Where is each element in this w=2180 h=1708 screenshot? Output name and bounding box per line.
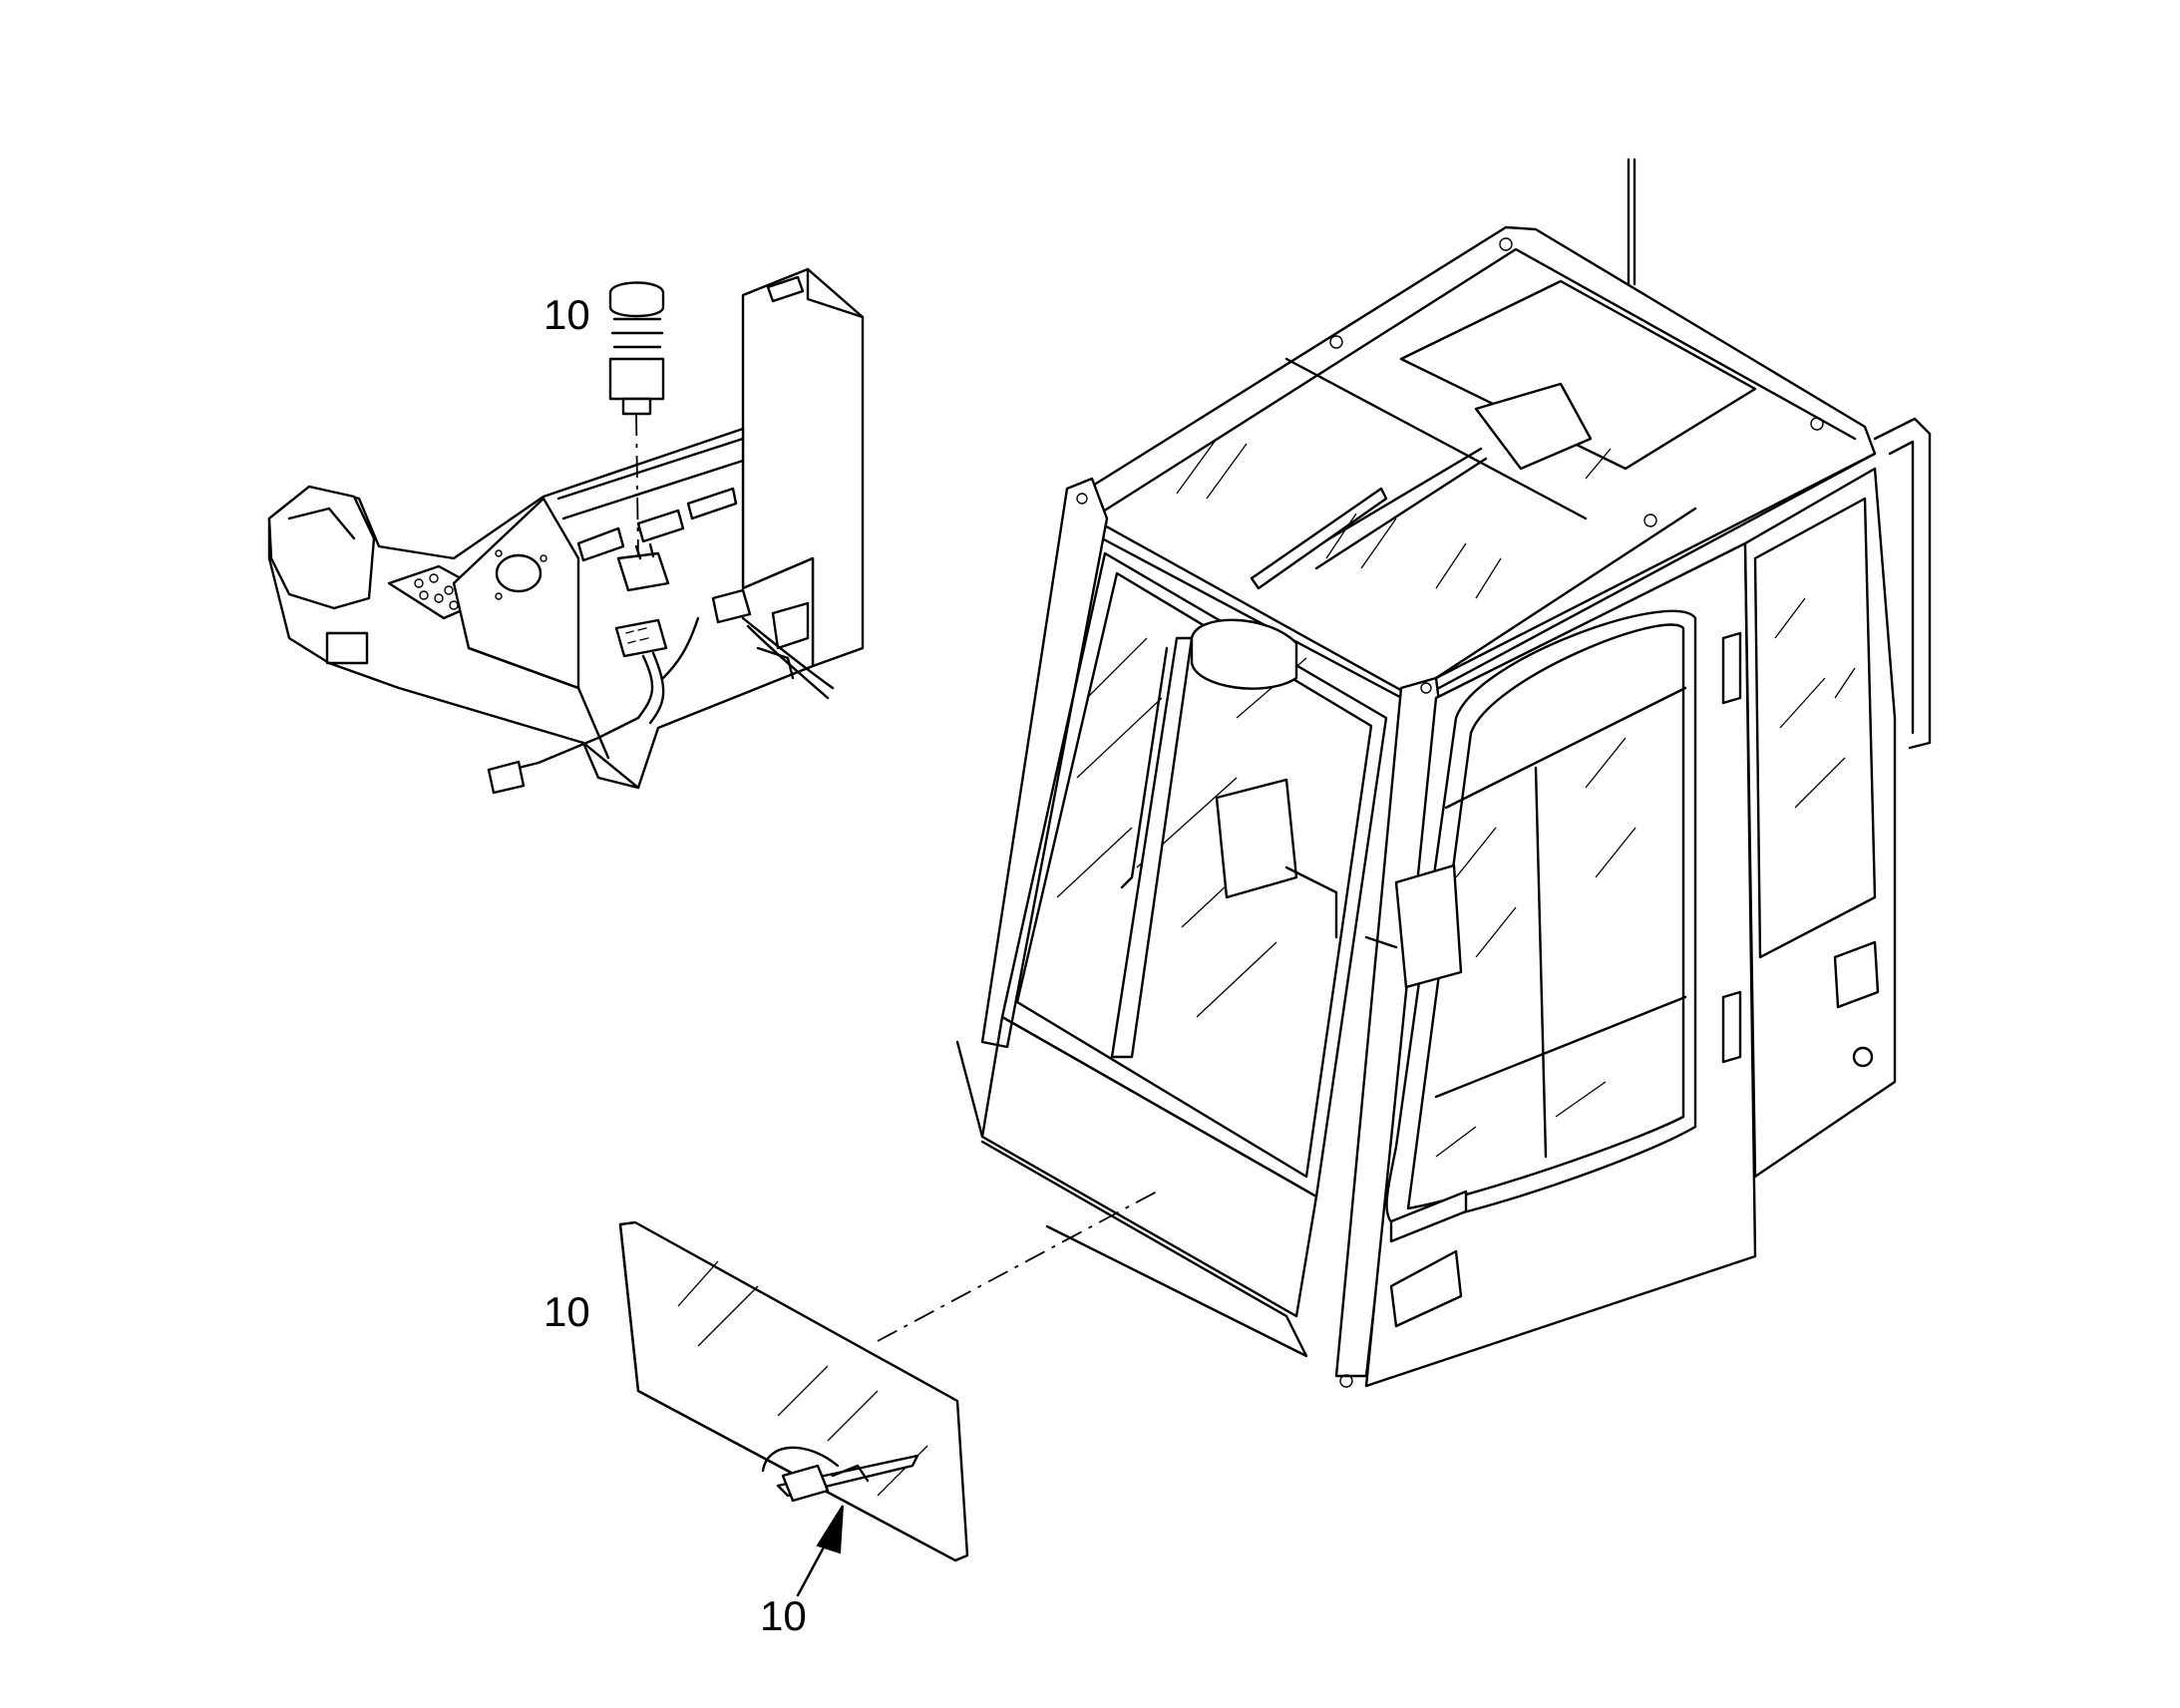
switch-body xyxy=(616,542,670,592)
switch-knob xyxy=(608,281,665,416)
callout-arrow xyxy=(796,1505,844,1597)
relay-connector xyxy=(614,618,668,658)
switch-leader-line xyxy=(635,413,639,559)
glass-leader-line xyxy=(877,1191,1158,1342)
lower-glass-panel xyxy=(618,1220,969,1562)
callout-label-top: 10 xyxy=(544,291,590,338)
operator-cab xyxy=(955,158,1932,1388)
wire-harness xyxy=(487,588,835,795)
callout-label-bottom: 10 xyxy=(760,1592,807,1639)
callout-label-middle: 10 xyxy=(544,1288,590,1335)
console-assembly xyxy=(267,267,865,790)
